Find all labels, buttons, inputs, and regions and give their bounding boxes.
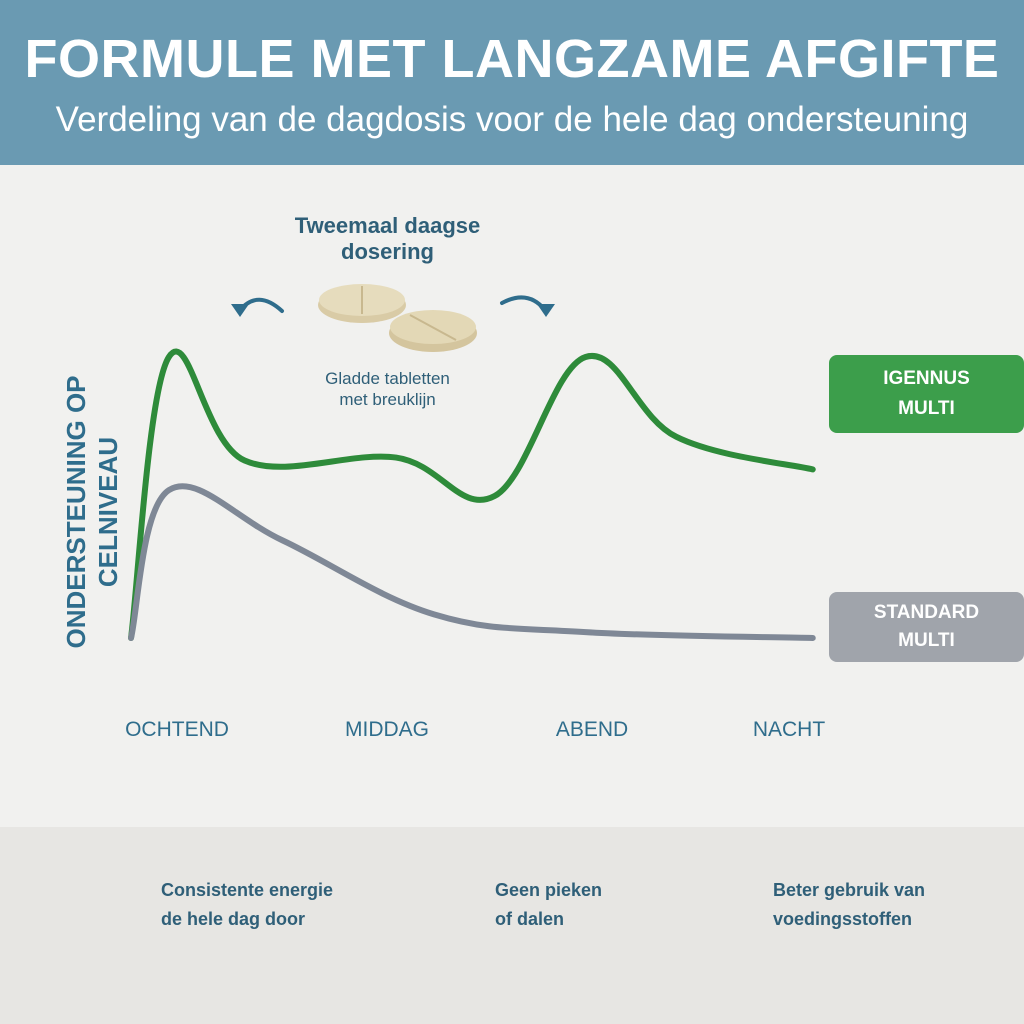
- chart-lines: [128, 348, 816, 641]
- page-title: FORMULE MET LANGZAME AFGIFTE: [24, 29, 1000, 89]
- y-axis-label: ONDERSTEUNING OP CELNIVEAU: [60, 352, 124, 672]
- feature-no-peaks-line1: Geen pieken: [495, 880, 603, 900]
- dosing-title-line1: Tweemaal daagse: [294, 213, 481, 238]
- legend-standard-line1: STANDARD: [873, 602, 980, 623]
- page-subtitle: Verdeling van de dagdosis voor de hele d…: [55, 100, 969, 139]
- feature-nutrients-line1: Beter gebruik van: [773, 880, 926, 900]
- curved-arrow-right-icon: [500, 295, 547, 312]
- legend-igennus-line2: MULTI: [898, 398, 955, 419]
- features-footer: [0, 827, 1024, 1024]
- series-line-standard-multi: [128, 483, 816, 641]
- feature-energy: Consistente energie de hele dag door: [67, 862, 367, 942]
- legend-igennus-multi: IGENNUS MULTI: [829, 355, 1024, 433]
- feature-no-peaks: Geen pieken of dalen: [401, 862, 641, 942]
- dosing-title: Tweemaal daagse dosering: [270, 213, 505, 265]
- x-tick-ochtend: OCHTEND: [125, 718, 229, 741]
- feature-nutrients-line2: voedingsstoffen: [773, 909, 913, 929]
- tablet-note: Gladde tabletten met breuklijn: [300, 368, 475, 410]
- y-axis-label-line2: CELNIVEAU: [93, 436, 123, 588]
- chart-area: [0, 165, 1024, 827]
- legend-standard-line2: MULTI: [898, 630, 955, 651]
- feature-no-peaks-line2: of dalen: [495, 909, 565, 929]
- tablets-icon: [318, 284, 477, 352]
- x-tick-abend: ABEND: [555, 718, 629, 741]
- dosing-title-line2: dosering: [341, 239, 434, 264]
- feature-nutrients: Beter gebruik van voedingsstoffen: [682, 862, 982, 942]
- tablet-note-line2: met breuklijn: [339, 390, 436, 409]
- x-tick-nacht: NACHT: [752, 718, 826, 741]
- series-line-igennus-multi: [128, 348, 816, 641]
- curved-arrow-right-head: [537, 304, 555, 317]
- tablet-note-line1: Gladde tabletten: [325, 369, 450, 388]
- curved-arrow-left-head: [231, 304, 249, 317]
- feature-energy-line2: de hele dag door: [161, 909, 306, 929]
- legend-standard-multi: STANDARD MULTI: [829, 592, 1024, 662]
- legend-igennus-line1: IGENNUS: [883, 368, 970, 389]
- feature-energy-line1: Consistente energie: [161, 880, 334, 900]
- x-tick-middag: MIDDAG: [345, 718, 429, 741]
- y-axis-label-line1: ONDERSTEUNING OP: [61, 375, 91, 649]
- header-banner: FORMULE MET LANGZAME AFGIFTE Verdeling v…: [0, 0, 1024, 165]
